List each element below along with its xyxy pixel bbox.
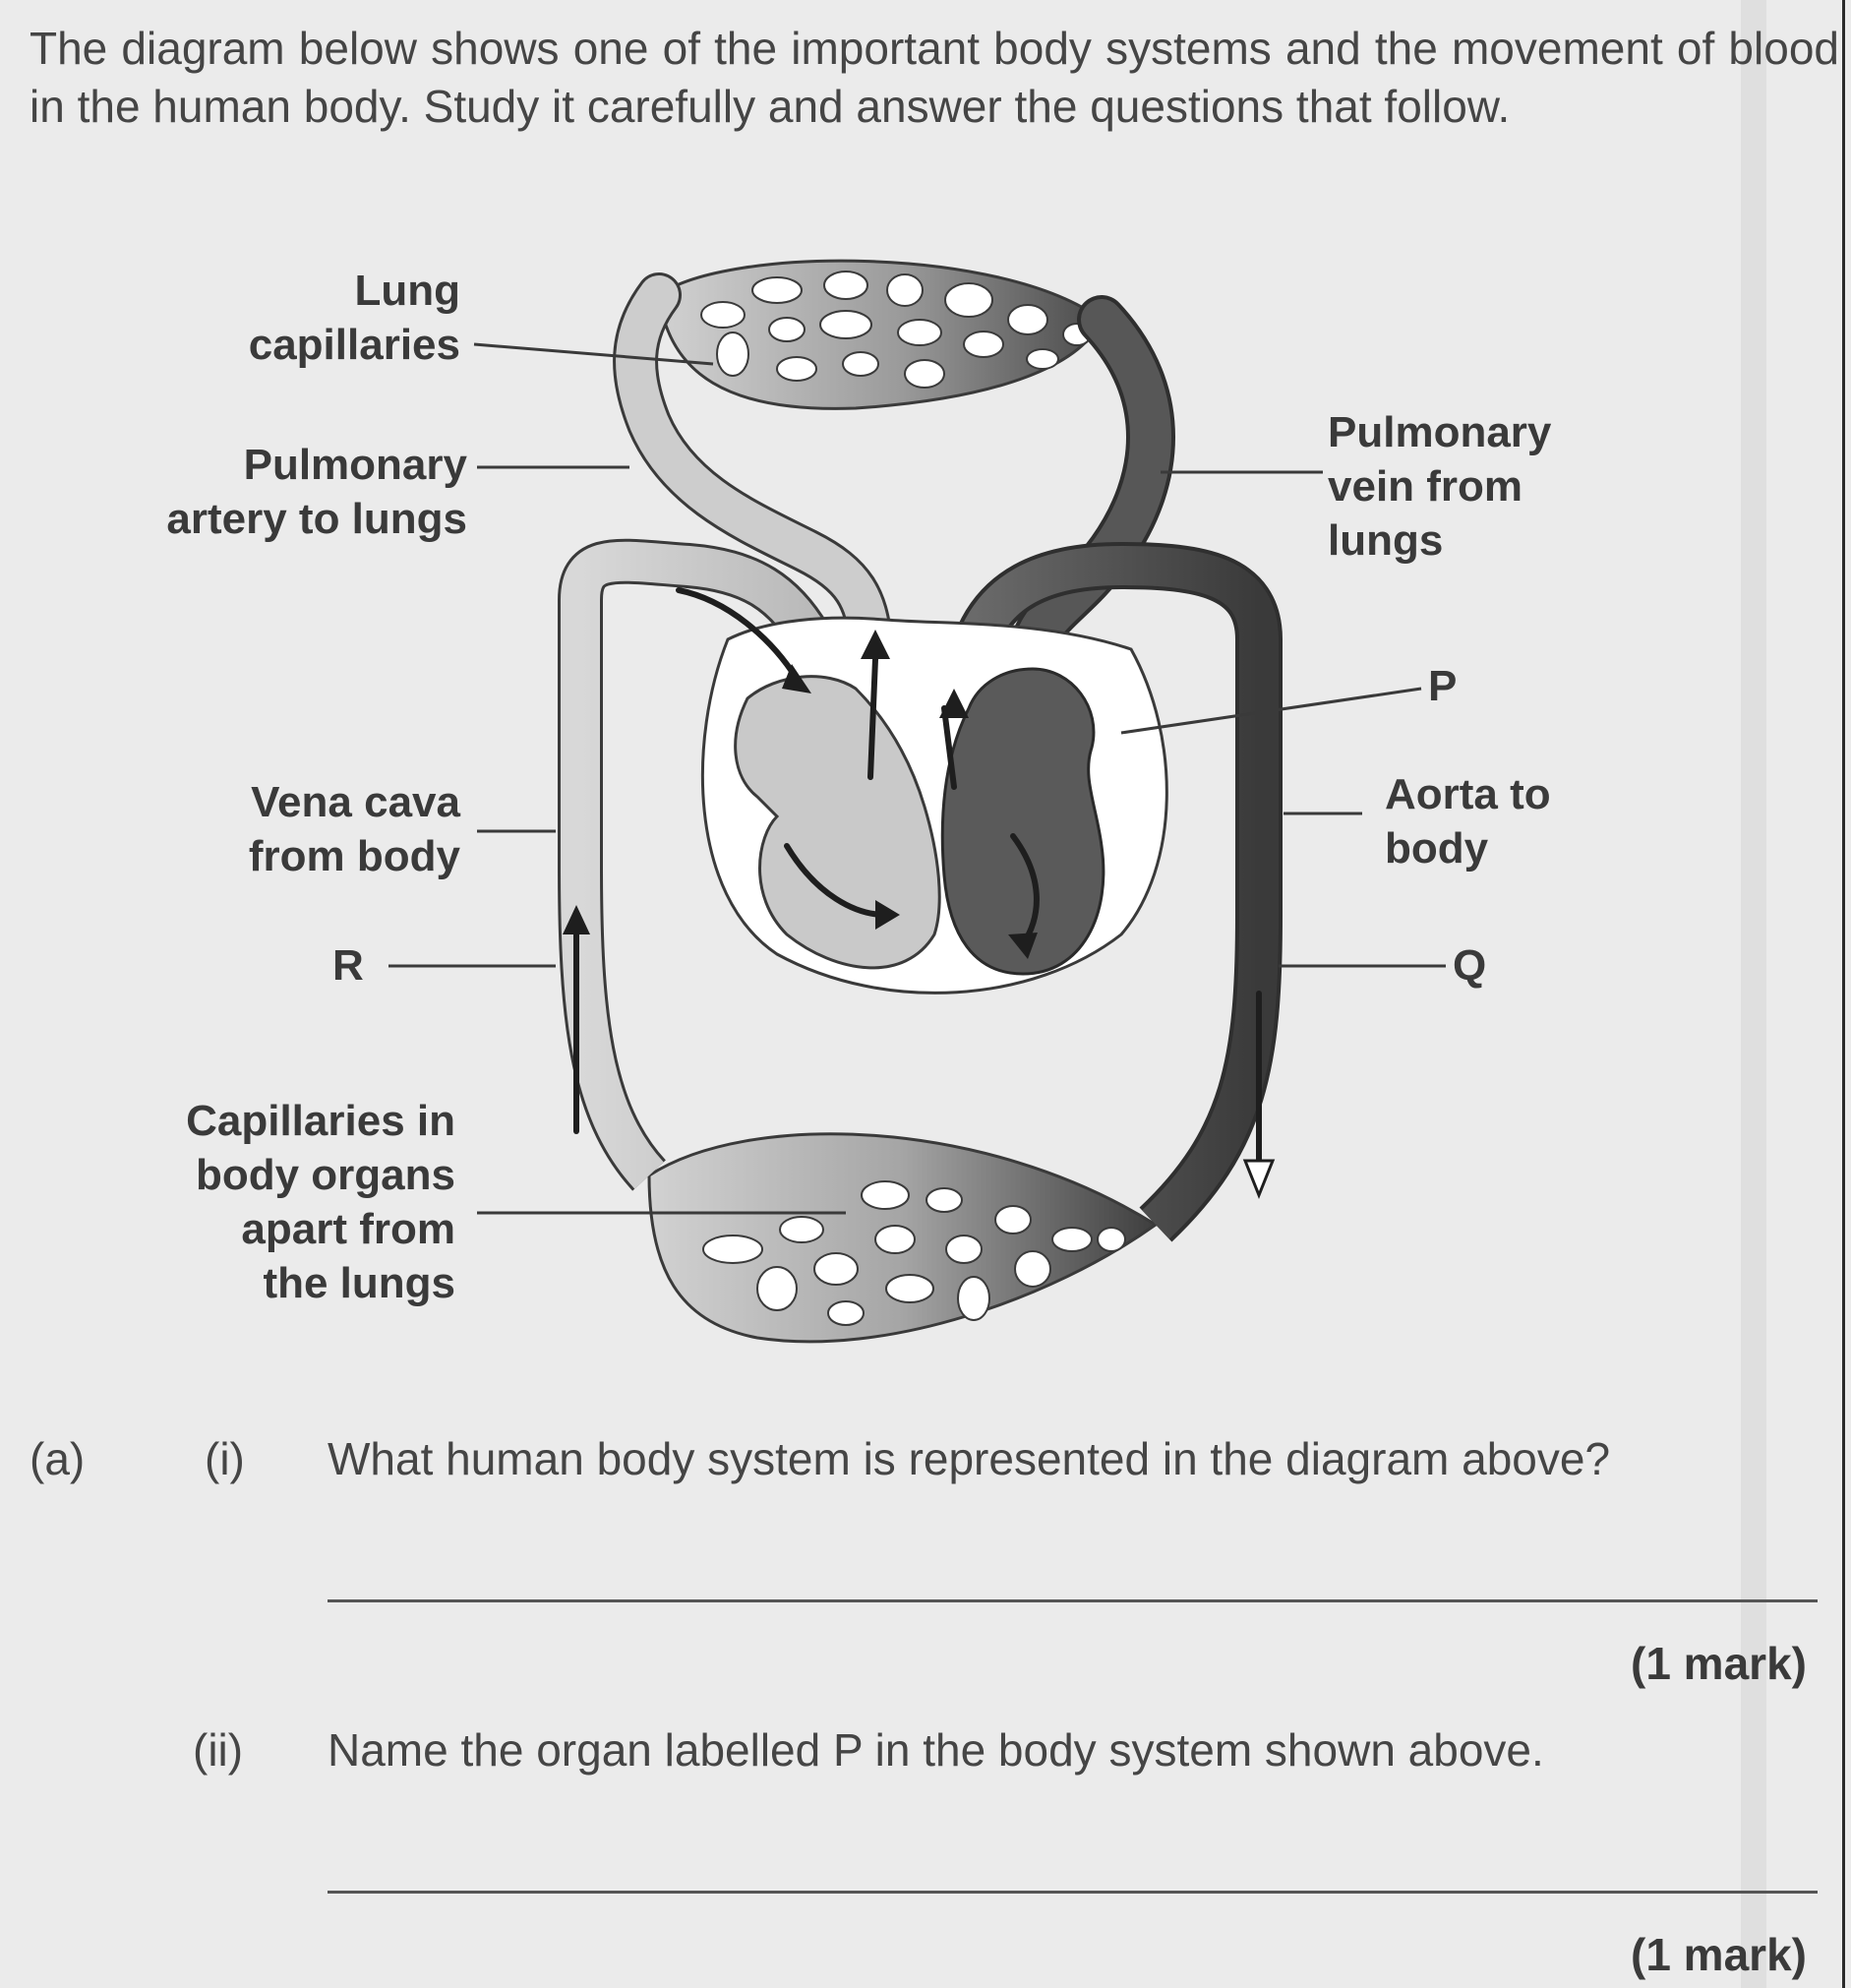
label-line: from body <box>248 832 460 880</box>
label-line: artery to lungs <box>166 495 467 543</box>
label-line: the lungs <box>263 1259 455 1307</box>
arrow-head-artery <box>782 664 811 693</box>
heart-right-side <box>734 675 941 970</box>
label-pulmonary-artery: Pulmonary artery to lungs <box>138 438 467 546</box>
question-ii-number: (ii) <box>193 1724 244 1776</box>
label-aorta: Aorta to body <box>1385 767 1551 875</box>
label-line: capillaries <box>248 321 460 369</box>
label-pulmonary-vein: Pulmonary vein from lungs <box>1328 405 1551 568</box>
label-line: Vena cava <box>251 778 460 826</box>
label-line: lungs <box>1328 516 1444 565</box>
label-q: Q <box>1453 941 1487 990</box>
question-part-label: (a) <box>30 1433 86 1484</box>
intro-paragraph: The diagram below shows one of the impor… <box>30 23 1839 132</box>
answer-line-i[interactable] <box>328 1599 1818 1602</box>
question-ii-text: Name the organ labelled P in the body sy… <box>328 1724 1544 1776</box>
label-line: body organs <box>195 1151 455 1199</box>
question-i-number: (i) <box>205 1433 245 1484</box>
leader-lines <box>388 342 1446 1215</box>
arrow-head-aorta <box>1242 1159 1276 1200</box>
label-vena-cava: Vena cava from body <box>177 775 460 883</box>
label-line: Lung <box>354 267 460 315</box>
scan-shade-band <box>1741 0 1766 1988</box>
label-body-capillaries: Capillaries in body organs apart from th… <box>148 1094 455 1310</box>
label-line: Pulmonary <box>1328 408 1552 456</box>
mark-ii: (1 mark) <box>1631 1929 1807 1980</box>
label-r: R <box>332 941 364 990</box>
label-line: Pulmonary <box>243 441 467 489</box>
body-capillary-bed <box>647 1132 1159 1344</box>
mark-i: (1 mark) <box>1631 1638 1807 1689</box>
lung-capillary-bed <box>657 259 1104 410</box>
label-line: Aorta to <box>1385 770 1551 818</box>
heart-left-side <box>940 667 1105 976</box>
label-line: Capillaries in <box>186 1097 455 1145</box>
label-p: P <box>1428 662 1458 710</box>
arrow-head-vena-cava <box>563 905 590 934</box>
arrow-head-right-ventricle <box>875 900 900 930</box>
label-line: body <box>1385 824 1489 873</box>
answer-line-ii[interactable] <box>328 1891 1818 1894</box>
question-i-text: What human body system is represented in… <box>328 1433 1611 1484</box>
arrow-head-left-ventricle <box>1008 933 1038 959</box>
label-line: apart from <box>241 1205 455 1253</box>
arrow-head-pulm-in <box>939 689 969 718</box>
label-lung-capillaries: Lung capillaries <box>197 264 460 372</box>
circulatory-diagram <box>388 259 1446 1344</box>
label-line: vein from <box>1328 462 1523 511</box>
arrow-head-pulm-out <box>861 630 890 659</box>
page-right-border <box>1842 0 1845 1988</box>
